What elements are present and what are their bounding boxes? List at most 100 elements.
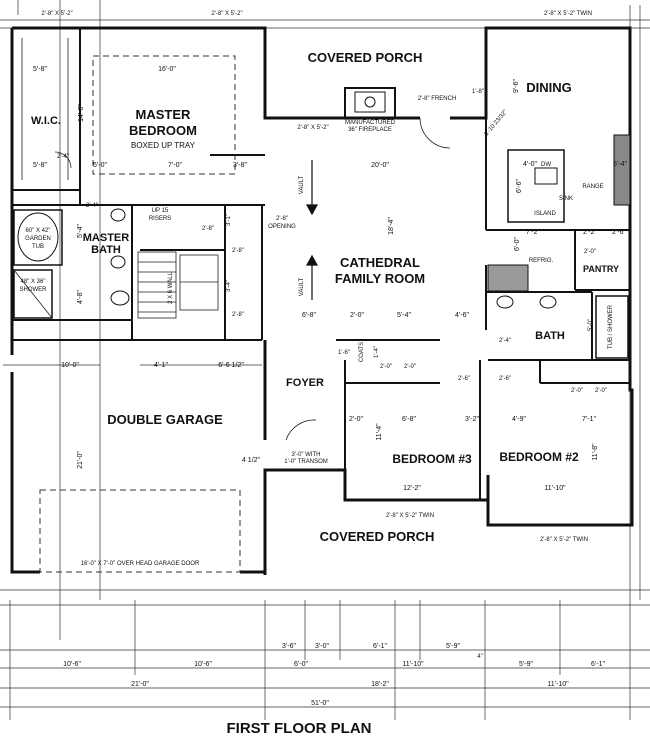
dim-2-6-c: 2'-6" (499, 376, 511, 382)
dim-18-4: 18'-4" (388, 217, 395, 235)
dim-2-2: 2'-2" (583, 229, 597, 236)
dim-5-4-a: 5'-4" (77, 224, 84, 238)
window-french: 2'-8" FRENCH (418, 96, 457, 102)
window-top-left-2: 2'-8" X 5'-2" (211, 11, 242, 17)
label-opening-line2: OPENING (268, 224, 296, 230)
interior-walls (12, 28, 630, 500)
garage-door (39, 489, 241, 573)
window-labels: 2'-8" X 5'-2" 2'-8" X 5'-2" 2'-8" X 5'-2… (41, 11, 592, 543)
label-bedroom-3: BEDROOM #3 (392, 452, 472, 466)
master-vanity (110, 208, 130, 306)
dim-7-1: 7'-1" (582, 416, 596, 423)
dim-6-8-b: 6'-8" (402, 416, 416, 423)
label-tub-line2: GARDEN (25, 236, 51, 242)
label-shower-line1: 48" X 36" (21, 279, 46, 285)
fixture-labels: MANUFACTURED 36" FIREPLACE 60" X 42" GAR… (20, 120, 615, 567)
window-bed2-twin: 2'-8" X 5'-2" TWIN (540, 537, 588, 543)
bdim-6-1-a: 6'-1" (373, 643, 387, 650)
fireplace (344, 87, 396, 119)
tray-ceiling (92, 55, 236, 175)
label-fireplace-line1: MANUFACTURED (345, 120, 396, 126)
garden-tub (13, 209, 63, 266)
dim-4-half: 4 1/2" (242, 457, 261, 464)
label-vault-1: VAULT (299, 175, 305, 194)
label-sink: SINK (559, 196, 573, 202)
dim-5-8-a: 5'-8" (33, 66, 47, 73)
dim-4-0: 4'-0" (523, 161, 537, 168)
label-garage-door: 16'-0" X 7'-0" OVER HEAD GARAGE DOOR (81, 561, 200, 567)
dim-11-8: 11'-8" (592, 443, 599, 461)
dim-2-0-g: 2'-0" (349, 416, 363, 423)
label-coats: COATS (359, 342, 365, 362)
label-master-bath-line1: MASTER (83, 232, 130, 244)
dim-16-0: 16'-0" (158, 66, 176, 73)
label-family-room-line2: FAMILY ROOM (335, 271, 425, 286)
exterior-walls (10, 26, 634, 575)
dim-14-0: 14'-0" (78, 104, 85, 122)
dim-4-1: 4'-1" (154, 362, 168, 369)
dim-7-2: 7'-2" (526, 229, 540, 236)
bdim-18-2: 18'-2" (371, 681, 389, 688)
dim-5-8-b: 5'-8" (33, 162, 47, 169)
label-shower-line2: SHOWER (20, 287, 48, 293)
wic-shelves (21, 38, 69, 180)
dim-6-4: 6'-4" (613, 161, 627, 168)
label-master-bedroom-line1: MASTER (136, 107, 192, 122)
dim-6-6-half: 6'-6 1/2" (218, 362, 244, 369)
label-covered-porch-front: COVERED PORCH (320, 529, 435, 544)
label-family-room-line1: CATHEDRAL (340, 255, 420, 270)
dim-2-0-b: 2'-0" (350, 312, 364, 319)
bdim-10-6-a: 10'-6" (63, 661, 81, 668)
dim-2-0-f: 2'-0" (595, 388, 607, 394)
bdim-51-0: 51'-0" (311, 700, 329, 707)
kitchen-counters (487, 134, 631, 292)
label-vault-2: VAULT (299, 277, 305, 296)
dim-2-6-b: 2'-6" (458, 376, 470, 382)
label-boxed-tray: BOXED UP TRAY (131, 141, 196, 150)
dim-2-0-c: 2'-0" (380, 364, 392, 370)
dim-11-10-a: 11'-10" (544, 485, 566, 492)
dim-1-8: 1'-8" (472, 89, 484, 95)
stairs (137, 251, 219, 319)
dim-3-2: 3'-2" (465, 416, 479, 423)
label-bath: BATH (535, 330, 565, 342)
label-master-bedroom-line2: BEDROOM (129, 123, 197, 138)
label-island: ISLAND (534, 211, 556, 217)
dim-3-4: 3'-4" (226, 280, 232, 292)
dim-5-0: 5'-0" (93, 162, 107, 169)
label-stairs-line2: RISERS (149, 216, 171, 222)
label-tub-line1: 60" X 42" (26, 228, 51, 234)
dim-3-8: 3'-8" (233, 162, 247, 169)
dim-1-4: 1'-4" (374, 346, 380, 358)
dim-2-8-a: 2'-8" (202, 226, 214, 232)
dim-4-6: 4'-6" (455, 312, 469, 319)
label-refrig: REFRIG. (529, 258, 554, 264)
label-range: RANGE (582, 184, 603, 190)
label-dw: DW (541, 162, 551, 168)
bdim-6-1-b: 6'-1" (591, 661, 605, 668)
label-fireplace-line2: 36" FIREPLACE (348, 127, 392, 133)
label-stairs-line1: UP 15 (152, 208, 169, 214)
label-bedroom-2: BEDROOM #2 (499, 450, 579, 464)
label-master-bath-line2: BATH (91, 244, 121, 256)
dim-4-8: 4'-8" (77, 290, 84, 304)
bdim-3-6: 3'-6" (282, 643, 296, 650)
dim-2-0-a: 2'-0" (584, 249, 596, 255)
dim-1-6: 1'-6" (338, 350, 350, 356)
window-front-twin: 2'-8" X 5'-2" TWIN (386, 513, 434, 519)
dim-2-8-c: 2'-8" (232, 312, 244, 318)
dim-21-0-v: 21'-0" (77, 451, 84, 469)
bdim-21-0: 21'-0" (131, 681, 149, 688)
window-top-left-1: 2'-8" X 5'-2" (41, 11, 72, 17)
bdim-5-9-a: 5'-9" (446, 643, 460, 650)
label-tub-line3: TUB (32, 244, 44, 250)
dim-2-4-a: 2'-4" (57, 154, 69, 160)
plan-title: FIRST FLOOR PLAN (227, 720, 372, 737)
dim-5-0-b: 5'-0" (588, 319, 594, 331)
bdim-4: 4" (477, 654, 482, 660)
door-swings (54, 117, 451, 441)
label-2x6-wall: 2 X 6 WALL (168, 271, 174, 303)
dim-5-4-b: 5'-4" (397, 312, 411, 319)
